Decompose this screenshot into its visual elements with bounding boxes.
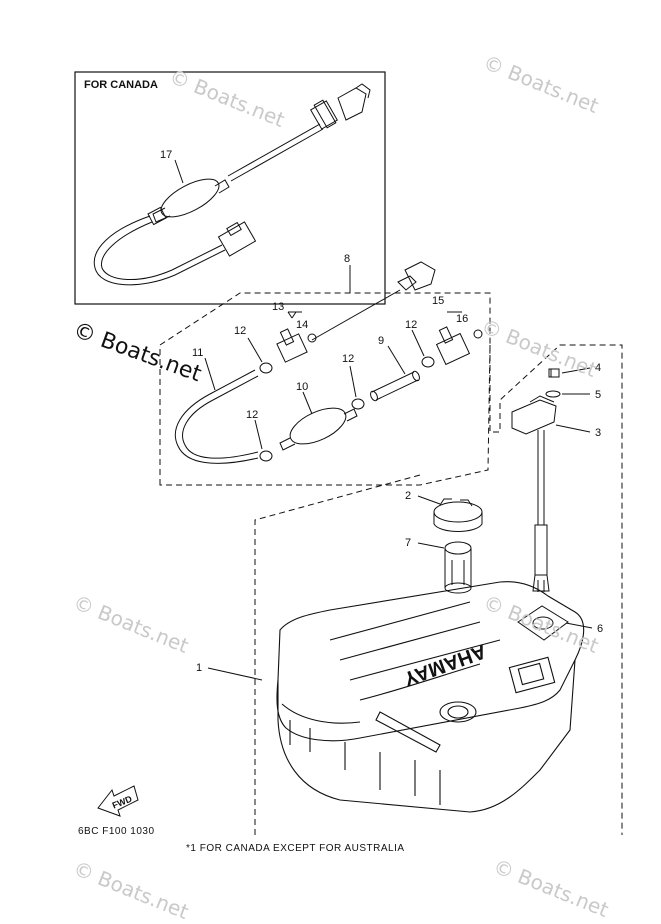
- callout-7: 7: [405, 537, 411, 549]
- callout-15: 15: [432, 295, 444, 307]
- connector-15: [435, 326, 483, 366]
- connector-13: [276, 328, 317, 363]
- clamp-12: [259, 356, 435, 462]
- diagram-code: 6BC F100 1030: [78, 826, 155, 837]
- tank-dashed-frame: [254, 474, 421, 835]
- washer-5: [545, 390, 561, 398]
- callout-14: 14: [296, 319, 308, 331]
- callout-5: 5: [595, 389, 601, 401]
- callout-6: 6: [597, 623, 603, 635]
- gasket-6: [517, 605, 569, 641]
- inset-frame: [74, 71, 386, 305]
- callout-11: 11: [192, 347, 203, 359]
- fuel-hose-assembly-canada: [93, 83, 371, 286]
- callout-8: 8: [344, 253, 350, 265]
- callout-9: 9: [378, 335, 384, 347]
- callout-16: 16: [456, 313, 468, 325]
- callout-3: 3: [595, 427, 601, 439]
- fuel-gauge-3: [511, 395, 557, 592]
- callout-12-c: 12: [342, 353, 354, 365]
- hose-kit-dashed-frame: [159, 292, 491, 486]
- callout-12-d: 12: [246, 409, 258, 421]
- filler-cap-2: [433, 498, 483, 532]
- strainer-7: [444, 541, 472, 594]
- inset-title: FOR CANADA: [84, 79, 158, 91]
- hose-9: [370, 370, 420, 402]
- tank-logo: YAMAHA: [401, 640, 489, 690]
- gauge-dashed-frame: [489, 344, 623, 835]
- primer-bulb-10: [279, 407, 358, 451]
- callout-1: 1: [196, 662, 202, 674]
- callout-4: 4: [595, 362, 601, 374]
- engine-side-connector: [311, 261, 436, 341]
- fuel-tank-1: [276, 581, 585, 813]
- footnote: *1 FOR CANADA EXCEPT FOR AUSTRALIA: [186, 843, 405, 854]
- callout-10: 10: [296, 381, 308, 393]
- callout-2: 2: [405, 490, 411, 502]
- fwd-arrow-icon: [97, 785, 139, 817]
- callout-13: 13: [272, 301, 284, 313]
- screw-4: [548, 368, 560, 378]
- callout-17: 17: [160, 149, 172, 161]
- hose-11: [174, 369, 259, 464]
- callout-12-a: 12: [234, 325, 246, 337]
- callout-12-b: 12: [405, 319, 417, 331]
